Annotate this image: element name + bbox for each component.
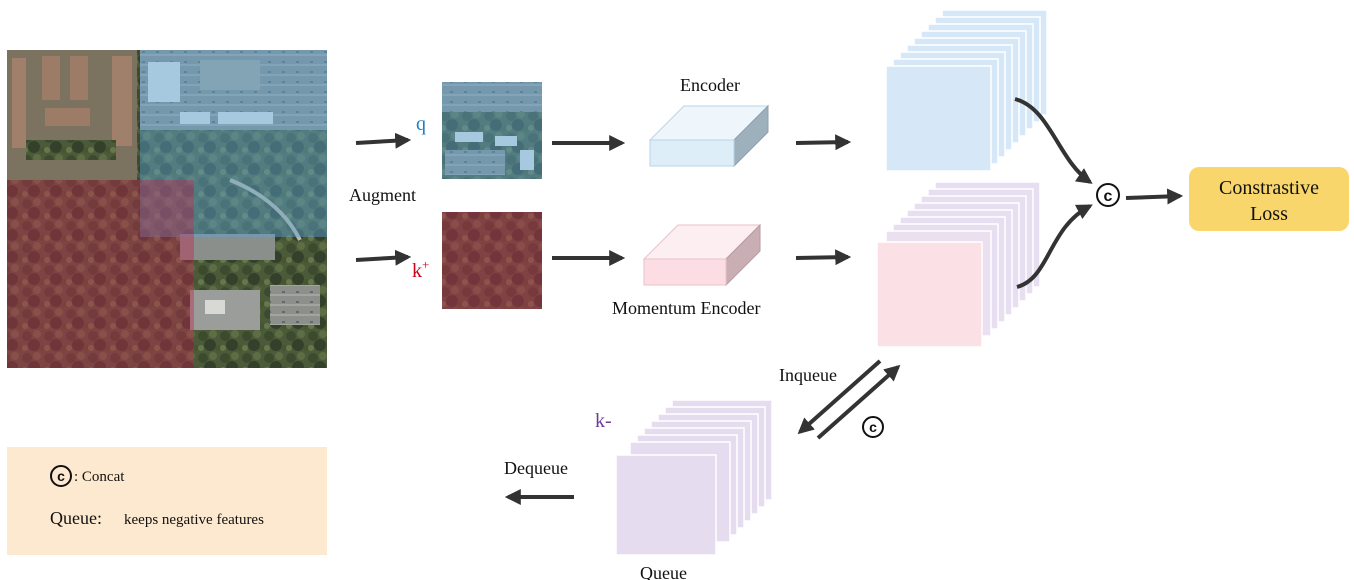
concat-node: c [1096, 183, 1120, 207]
augment-label: Augment [349, 185, 416, 205]
query-crop-image [442, 82, 542, 179]
dequeue-label: Dequeue [504, 458, 568, 478]
augment-arrow-bottom [355, 249, 412, 266]
query-label: q [416, 113, 426, 135]
aerial-image [7, 50, 327, 368]
legend-box: c : Concat Queue: keeps negative feature… [7, 447, 327, 555]
legend-queue-text: keeps negative features [124, 512, 264, 528]
legend-concat-icon: c [50, 465, 72, 487]
loss-label-line1: Constrastive [1219, 177, 1319, 199]
momentum-to-feature-arrow [795, 249, 852, 266]
inqueue-concat-symbol: c [862, 416, 884, 438]
encoder-block [648, 104, 770, 168]
momentum-encoder-block [642, 223, 762, 287]
inqueue-label: Inqueue [779, 365, 837, 385]
svg-text:c: c [869, 419, 877, 435]
query-to-concat-arrow [1014, 97, 1093, 184]
inqueue-down-arrow [797, 359, 882, 435]
key-positive-label: k+ [412, 257, 429, 282]
queue-label: Queue [640, 563, 687, 580]
svg-text:c: c [57, 468, 65, 484]
loss-label-line2: Loss [1250, 203, 1288, 225]
key-feature-stack [876, 181, 1041, 348]
queue-stack [615, 399, 773, 556]
contrastive-loss-box: Constrastive Loss [1189, 167, 1349, 231]
encoder-label: Encoder [680, 75, 740, 95]
legend-concat-text: : Concat [74, 469, 125, 485]
augment-arrow-top [355, 132, 412, 149]
query-feature-stack [885, 9, 1048, 172]
legend-queue-label: Queue: [50, 508, 102, 528]
key-to-concat-arrow [1016, 204, 1093, 289]
key-crop-image [442, 212, 542, 309]
concat-to-loss-arrow [1125, 188, 1184, 205]
encoder-to-feature-arrow [795, 134, 852, 151]
momentum-encoder-label: Momentum Encoder [612, 298, 760, 318]
inqueue-up-arrow [816, 364, 901, 440]
svg-text:c: c [1104, 188, 1113, 205]
key-negative-label: k- [595, 410, 612, 432]
